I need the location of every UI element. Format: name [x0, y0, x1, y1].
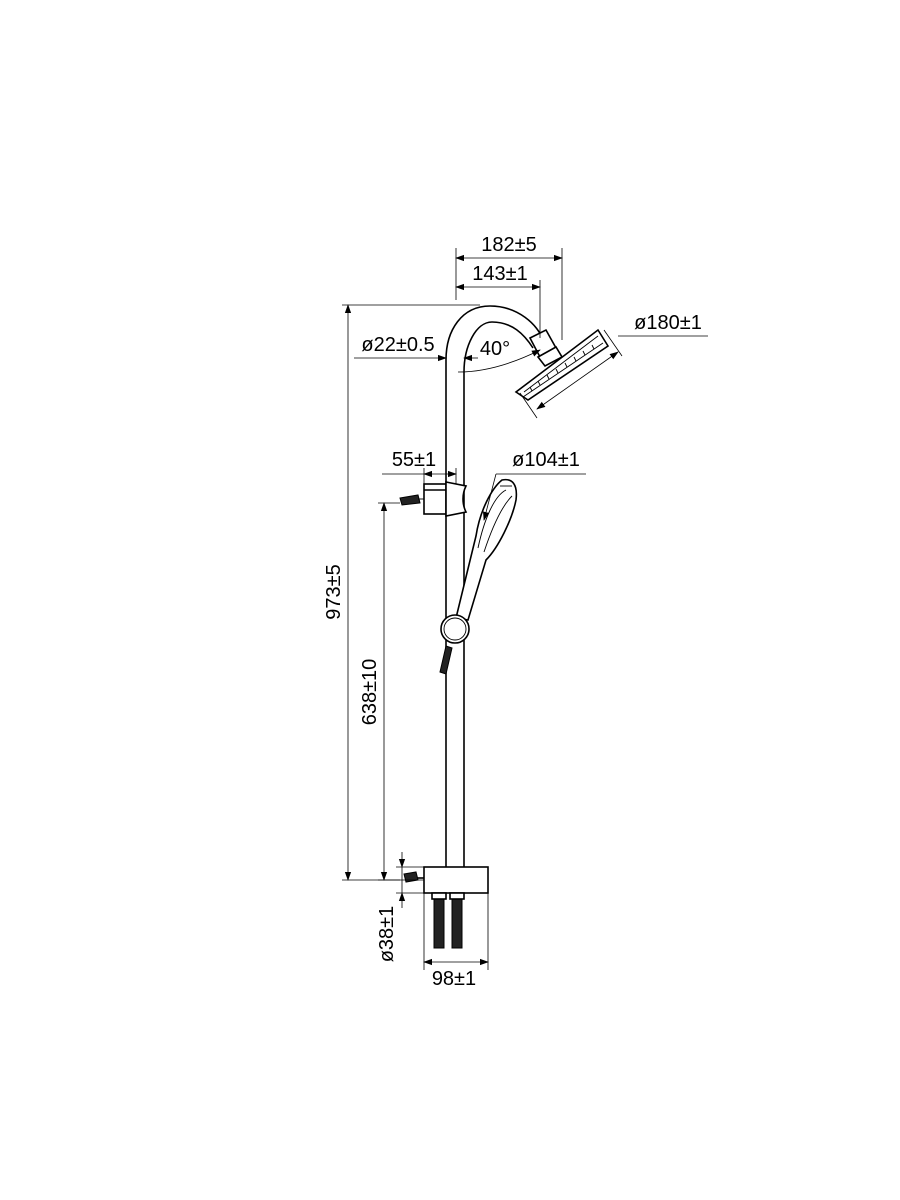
hose-stub — [439, 645, 453, 675]
inlet-hoses — [431, 892, 465, 949]
hand-shower — [455, 478, 518, 621]
dim-total-height: 973±5 — [323, 304, 480, 881]
dim-handshower-diameter: ø104±1 — [482, 449, 586, 521]
dim-98-label: 98±1 — [432, 968, 476, 990]
dim-104-label: ø104±1 — [512, 449, 580, 471]
dim-holder-offset: 55±1 — [382, 449, 457, 484]
dim-180-label: ø180±1 — [634, 312, 702, 334]
dim-base-width: 98±1 — [423, 893, 489, 990]
dim-base-diameter: ø38±1 — [376, 852, 424, 962]
dim-973-label: 973±5 — [323, 564, 345, 619]
dim-holder-height: 638±10 — [359, 502, 400, 881]
slider-knob — [440, 614, 470, 644]
dim-55-label: 55±1 — [392, 449, 436, 471]
wall-bracket-upper — [399, 481, 468, 517]
dim-38-label: ø38±1 — [376, 906, 398, 963]
dim-143-label: 143±1 — [472, 263, 527, 285]
dim-overhead-diameter: ø180±1 — [519, 312, 708, 419]
dim-tube-diameter: ø22±0.5 — [354, 334, 478, 362]
dim-arm-angle: 40° — [457, 338, 541, 373]
dim-arm-projection: 143±1 — [455, 263, 541, 338]
overhead-shower-head — [514, 328, 610, 401]
dim-40-label: 40° — [480, 338, 510, 360]
dim-top-overall-width: 182±5 — [455, 234, 563, 340]
dim-638-label: 638±10 — [359, 659, 381, 726]
dim-182-label: 182±5 — [481, 234, 536, 256]
dim-22-label: ø22±0.5 — [361, 334, 434, 356]
